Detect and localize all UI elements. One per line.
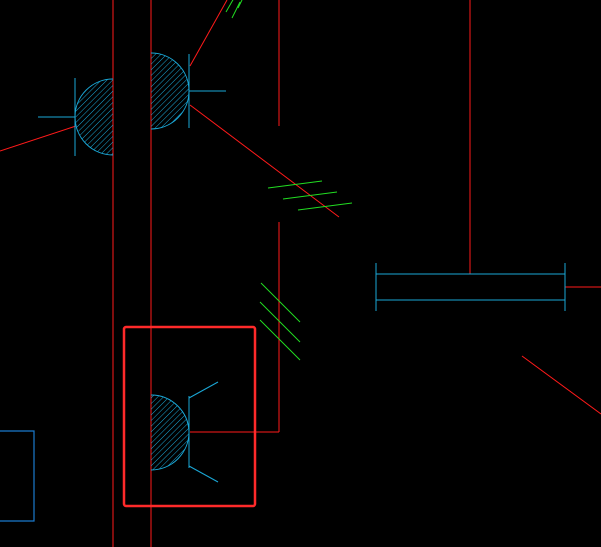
wire-diagonal-middle[interactable]	[189, 104, 340, 218]
selection-box[interactable]	[122, 325, 257, 508]
hatch-marks-top	[225, 0, 243, 19]
half-dome-symbol-selected[interactable]	[150, 381, 219, 483]
symbol-hatch-fill	[151, 395, 189, 470]
partial-frame[interactable]	[0, 430, 35, 522]
symbol-lead-lower	[188, 465, 219, 483]
symbol-hatch-fill	[75, 79, 113, 155]
wire-diagonal-left[interactable]	[0, 125, 77, 152]
wire-diagonal-top[interactable]	[189, 0, 228, 67]
hatch-marks-lower	[259, 282, 301, 361]
symbol-lead-upper	[188, 381, 219, 399]
hatch-marks-middle	[267, 180, 353, 211]
wire-diagonal-lower-right[interactable]	[521, 355, 601, 415]
symbol-hatch-fill	[151, 53, 189, 129]
half-dome-symbol-left[interactable]	[38, 78, 114, 156]
connector-bar[interactable]	[375, 263, 566, 311]
half-dome-symbol-top[interactable]	[150, 52, 226, 130]
